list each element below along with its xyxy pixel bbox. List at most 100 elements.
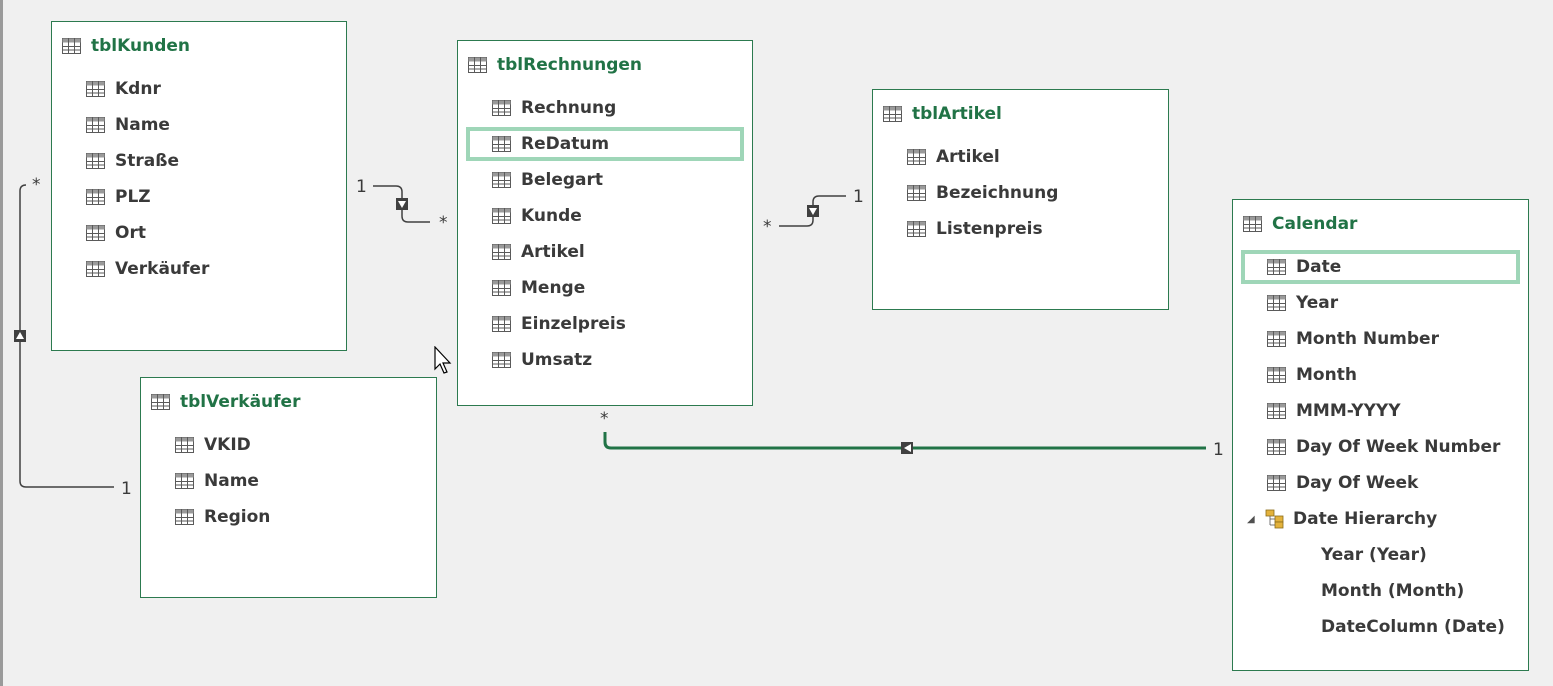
field-kunde[interactable]: Kunde [458,198,752,234]
table-calendar[interactable]: Calendar Date Year Month Number Month MM… [1232,199,1529,671]
table-tblverkaeufer[interactable]: tblVerkäufer VKID Name Region [140,377,437,598]
field-table-icon [1267,367,1286,383]
field-kdnr[interactable]: Kdnr [52,71,346,107]
cardinality-one: 1 [853,187,864,207]
table-icon [468,57,487,73]
field-name: Kunde [521,206,582,226]
field-name: Month [1296,365,1357,385]
cardinality-one: 1 [121,479,132,499]
field-redatum-selected[interactable]: ReDatum [458,126,752,162]
table-tblartikel[interactable]: tblArtikel Artikel Bezeichnung Listenpre… [872,89,1169,310]
field-name: Name [204,471,259,491]
field-umsatz[interactable]: Umsatz [458,342,752,378]
relationship-kunden-verkaeufer [19,184,114,488]
field-artikel[interactable]: Artikel [458,234,752,270]
table-tblkunden[interactable]: tblKunden Kdnr Name Straße PLZ Ort Verkä… [51,21,347,351]
table-header[interactable]: tblVerkäufer [151,392,300,412]
field-name: VKID [204,435,251,455]
field-name: Year [1296,293,1339,313]
field-name: Menge [521,278,586,298]
table-header[interactable]: tblArtikel [883,104,1002,124]
field-name: Umsatz [521,350,593,370]
field-table-icon [492,208,511,224]
field-name: Artikel [936,147,1000,167]
field-date-selected[interactable]: Date [1233,249,1528,285]
field-table-icon [1267,475,1286,491]
table-title: Calendar [1272,214,1358,234]
field-table-icon [86,117,105,133]
field-table-icon [1267,331,1286,347]
table-title: tblArtikel [912,104,1002,124]
field-table-icon [907,221,926,237]
table-header[interactable]: Calendar [1243,214,1357,234]
cardinality-many: * [439,213,448,233]
field-table-icon [175,473,194,489]
table-icon [1243,216,1262,232]
table-title: tblVerkäufer [180,392,301,412]
field-plz[interactable]: PLZ [52,179,346,215]
field-artikel[interactable]: Artikel [873,139,1168,175]
field-table-icon [492,172,511,188]
field-name: Belegart [521,170,603,190]
field-table-icon [1267,295,1286,311]
field-table-icon [86,261,105,277]
expand-collapse-icon[interactable]: ◢ [1247,513,1255,525]
cardinality-many: * [763,217,772,237]
field-table-icon [907,185,926,201]
field-name[interactable]: Name [52,107,346,143]
field-strasse[interactable]: Straße [52,143,346,179]
field-day-of-week-number[interactable]: Day Of Week Number [1233,429,1528,465]
field-table-icon [1267,439,1286,455]
field-bezeichnung[interactable]: Bezeichnung [873,175,1168,211]
field-table-icon [1267,259,1286,275]
field-mmm-yyyy[interactable]: MMM-YYYY [1233,393,1528,429]
table-header[interactable]: tblRechnungen [468,55,642,75]
field-ort[interactable]: Ort [52,215,346,251]
table-icon [62,38,81,54]
field-month-number[interactable]: Month Number [1233,321,1528,357]
field-name: Einzelpreis [521,314,626,334]
hierarchy-level-year[interactable]: Year (Year) [1233,537,1528,573]
field-name: Region [204,507,271,527]
field-table-icon [86,189,105,205]
table-header[interactable]: tblKunden [62,36,190,56]
field-rechnung[interactable]: Rechnung [458,90,752,126]
hierarchy-date-hierarchy[interactable]: ◢ Date Hierarchy [1233,501,1528,537]
field-name[interactable]: Name [141,463,436,499]
field-table-icon [492,280,511,296]
field-name: MMM-YYYY [1296,401,1401,421]
field-table-icon [907,149,926,165]
field-table-icon [492,244,511,260]
field-year[interactable]: Year [1233,285,1528,321]
field-table-icon [175,437,194,453]
field-day-of-week[interactable]: Day Of Week [1233,465,1528,501]
hierarchy-icon [1265,509,1284,529]
field-table-icon [86,153,105,169]
relationship-rechnungen-calendar [603,432,1206,450]
hierarchy-level-label: Month (Month) [1321,581,1465,601]
hierarchy-level-datecolumn[interactable]: DateColumn (Date) [1233,609,1528,645]
field-name: Date [1296,257,1342,277]
table-title: tblRechnungen [497,55,643,75]
field-table-icon [86,225,105,241]
field-name: Name [115,115,170,135]
table-tblrechnungen[interactable]: tblRechnungen Rechnung ReDatum Belegart … [457,40,753,406]
field-verkaeufer[interactable]: Verkäufer [52,251,346,287]
field-table-icon [86,81,105,97]
field-name: Verkäufer [115,259,210,279]
field-name: Straße [115,151,179,171]
cardinality-many: * [600,409,609,429]
mouse-pointer-icon [434,346,452,374]
field-name: Bezeichnung [936,183,1059,203]
field-listenpreis[interactable]: Listenpreis [873,211,1168,247]
hierarchy-level-month[interactable]: Month (Month) [1233,573,1528,609]
field-einzelpreis[interactable]: Einzelpreis [458,306,752,342]
field-name: Listenpreis [936,219,1043,239]
field-vkid[interactable]: VKID [141,427,436,463]
field-table-icon [492,352,511,368]
field-belegart[interactable]: Belegart [458,162,752,198]
field-month[interactable]: Month [1233,357,1528,393]
field-menge[interactable]: Menge [458,270,752,306]
field-region[interactable]: Region [141,499,436,535]
